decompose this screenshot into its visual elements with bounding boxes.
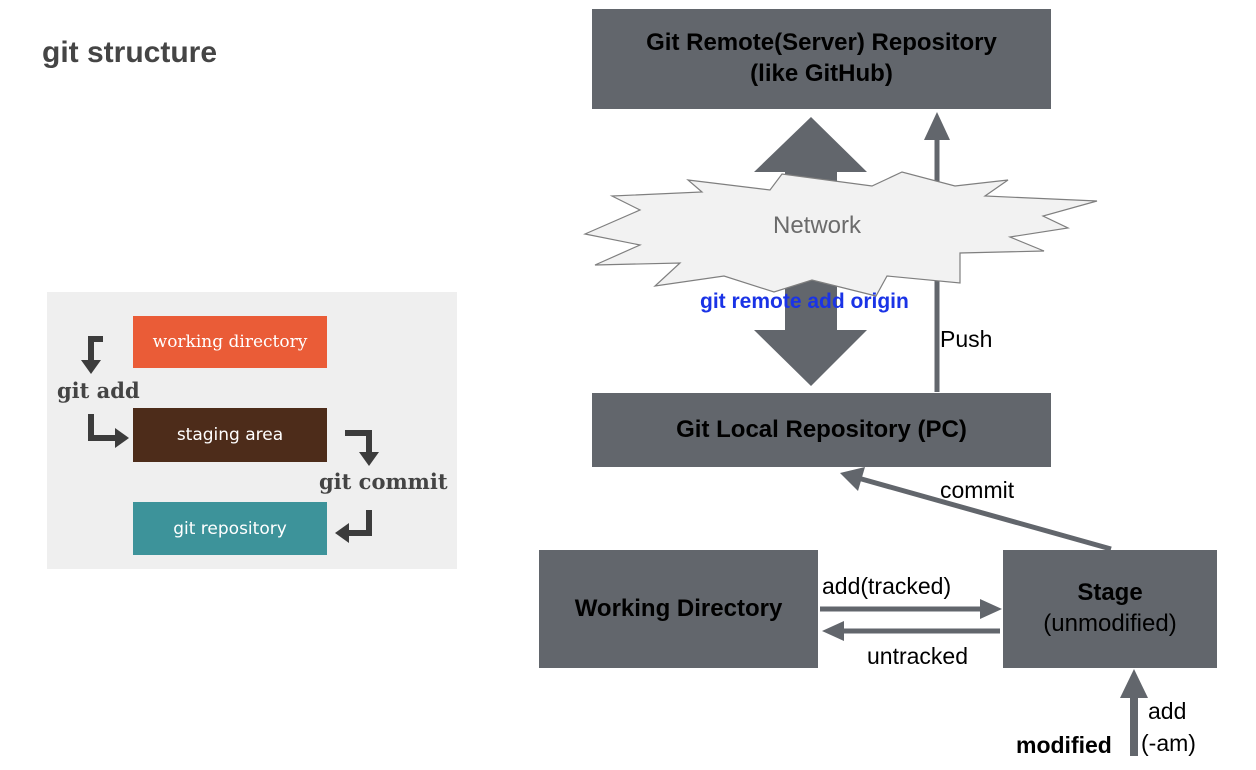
inset-git-add-label: git add [57,378,140,403]
local-repository-title: Git Local Repository (PC) [676,415,967,443]
stage-title: Stage [1077,579,1143,607]
untracked-label: untracked [867,643,969,669]
remote-add-origin-label: git remote add origin [700,290,909,313]
inset-arrow-commit-left [347,510,372,536]
commit-arrow-shaft [857,475,1112,552]
local-repository-box: Git Local Repository (PC) [592,393,1051,467]
working-directory-box: Working Directory [539,550,818,668]
network-label: Network [773,212,862,239]
inset-git-repository: git repository [133,502,327,555]
page-title: git structure [42,36,218,69]
modified-add-arrow-head [1120,669,1148,698]
remote-repository-title: Git Remote(Server) Repository [646,29,997,57]
inset-arrow-add-right [88,414,117,441]
network-burst [583,171,1098,297]
am-flag-label: (-am) [1141,730,1196,756]
remote-repository-subtitle: (like GitHub) [750,60,893,87]
git-flow-inset: working directory staging area git repos… [47,292,457,569]
inset-staging-area: staging area [133,408,327,462]
add-am-label: add [1148,698,1187,724]
push-arrow-head [924,112,950,140]
modified-label: modified [1016,732,1112,758]
stage-subtitle: (unmodified) [1043,610,1177,637]
untracked-arrow-head [822,621,844,641]
inset-working-directory: working directory [133,316,327,368]
inset-arrow-add-down [88,336,103,362]
add-tracked-label: add(tracked) [822,573,952,599]
working-directory-title: Working Directory [574,594,783,622]
inset-arrow-commit-down [345,430,372,454]
commit-label: commit [940,477,1015,503]
inset-git-commit-label: git commit [319,469,448,494]
inset-arrows [81,336,379,543]
commit-arrow-head [840,467,865,491]
add-tracked-arrow-head [980,599,1002,619]
push-label: Push [940,326,993,352]
remote-repository-box: Git Remote(Server) Repository (like GitH… [592,9,1051,109]
stage-box: Stage (unmodified) [1003,550,1217,668]
